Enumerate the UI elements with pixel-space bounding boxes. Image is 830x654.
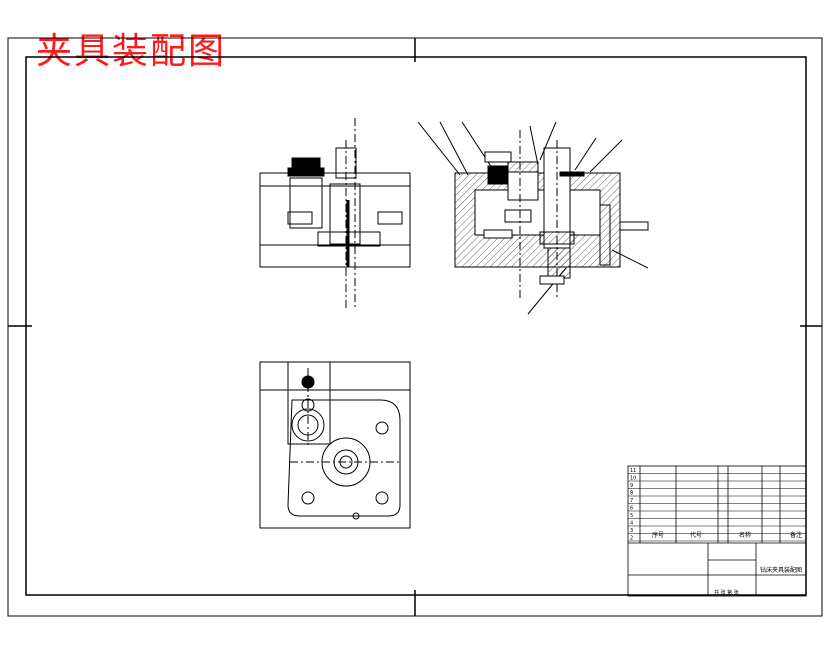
part-name: 钻床夹具装配图: [760, 566, 802, 574]
parts-row-no: 10: [630, 476, 636, 482]
top-view: [259, 361, 411, 529]
parts-row-no: 7: [630, 498, 633, 504]
front-view: [259, 118, 411, 310]
drawing-title: 夹具装配图: [36, 31, 227, 72]
sheet-label: 共 张 第 张: [714, 589, 739, 596]
parts-row-no: 3: [630, 528, 633, 534]
parts-row-no: 5: [630, 513, 633, 519]
sheet-frame: [7, 37, 823, 617]
header-no: 序号: [652, 531, 664, 539]
parts-row-no: 4: [630, 521, 633, 527]
section-view: [417, 121, 649, 315]
parts-row-no: 11: [630, 468, 636, 474]
header-remark: 备注: [790, 531, 802, 539]
parts-row-no: 8: [630, 491, 633, 497]
parts-row-no: 6: [630, 506, 633, 512]
title-block: [627, 465, 807, 597]
parts-row-no: 2: [630, 536, 633, 542]
header-code: 代号: [690, 531, 702, 539]
header-name: 名称: [739, 531, 751, 539]
parts-row-no: 9: [630, 483, 633, 489]
parts-list: 11 109 87 65 43 2: [628, 468, 806, 542]
